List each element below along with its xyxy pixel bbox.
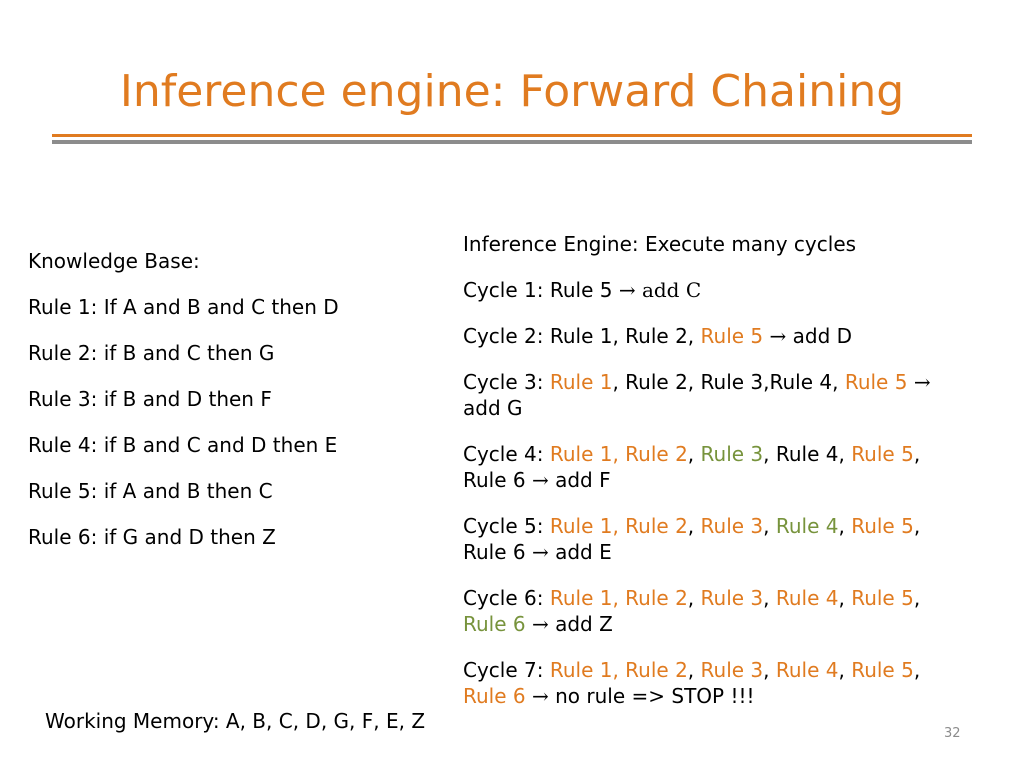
cycle-4: Cycle 4: Rule 1, Rule 2, Rule 3, Rule 4,… [463,442,921,492]
cycle-5: Cycle 5: Rule 1, Rule 2, Rule 3, Rule 4,… [463,514,921,564]
arrow-icon: → [531,540,549,564]
title-underline-gray [52,140,972,144]
kb-rule-3: Rule 3: if B and D then F [28,387,272,411]
slide-title: Inference engine: Forward Chaining [119,66,905,117]
arrow-icon: → [531,468,549,492]
cycle-2: Cycle 2: Rule 1, Rule 2, Rule 5 → add D [463,324,853,348]
cycle-7: Cycle 7: Rule 1, Rule 2, Rule 3, Rule 4,… [463,658,921,708]
working-memory: Working Memory: A, B, C, D, G, F, E, Z [45,709,426,733]
title-underline-orange [52,134,972,137]
inference-engine: Inference Engine: Execute many cycles Cy… [463,231,993,729]
kb-rule-2: Rule 2: if B and C then G [28,341,275,365]
kb-rule-6: Rule 6: if G and D then Z [28,525,276,549]
arrow-icon: → [769,324,787,348]
kb-rule-5: Rule 5: if A and B then C [28,479,273,503]
arrow-icon: → [531,684,549,708]
knowledge-base: Knowledge Base: Rule 1: If A and B and C… [28,248,339,570]
cycle-1: Cycle 1: Rule 5 → add C [463,278,702,302]
kb-rule-4: Rule 4: if B and C and D then E [28,433,338,457]
arrow-icon: → [913,370,931,394]
page-number: 32 [944,726,961,741]
kb-rule-1: Rule 1: If A and B and C then D [28,295,339,319]
cycle-6: Cycle 6: Rule 1, Rule 2, Rule 3, Rule 4,… [463,586,921,636]
cycle-3: Cycle 3: Rule 1, Rule 2, Rule 3,Rule 4, … [463,370,931,420]
arrow-icon: → [531,612,549,636]
inference-engine-heading: Inference Engine: Execute many cycles [463,232,857,256]
knowledge-base-heading: Knowledge Base: [28,249,200,273]
arrow-icon: → [618,278,636,302]
